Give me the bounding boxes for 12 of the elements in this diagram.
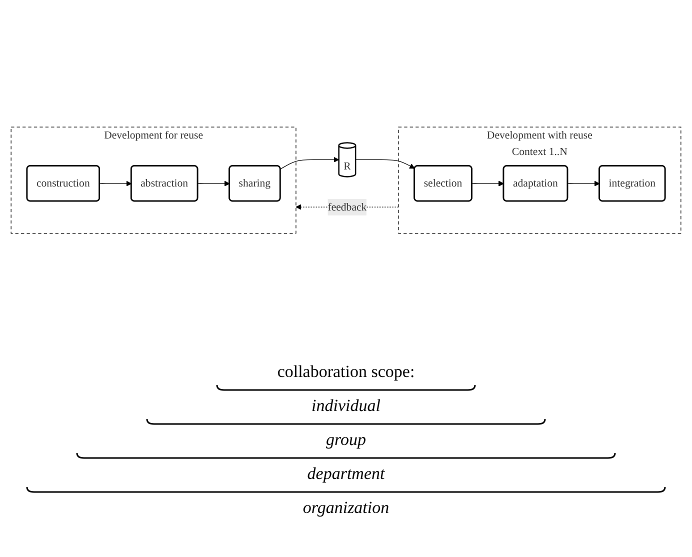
scope-heading: collaboration scope: (277, 362, 415, 382)
edge-label: feedback (328, 200, 367, 213)
arrow (198, 180, 230, 186)
arrow (567, 180, 600, 186)
arrow (472, 180, 504, 186)
scope-label: organization (302, 498, 390, 518)
arrow (355, 159, 415, 169)
arrow (99, 180, 132, 186)
arrow (280, 156, 340, 170)
scope-label: department (307, 464, 385, 484)
scope-label: individual (312, 396, 380, 416)
scope-label: group (326, 430, 366, 450)
